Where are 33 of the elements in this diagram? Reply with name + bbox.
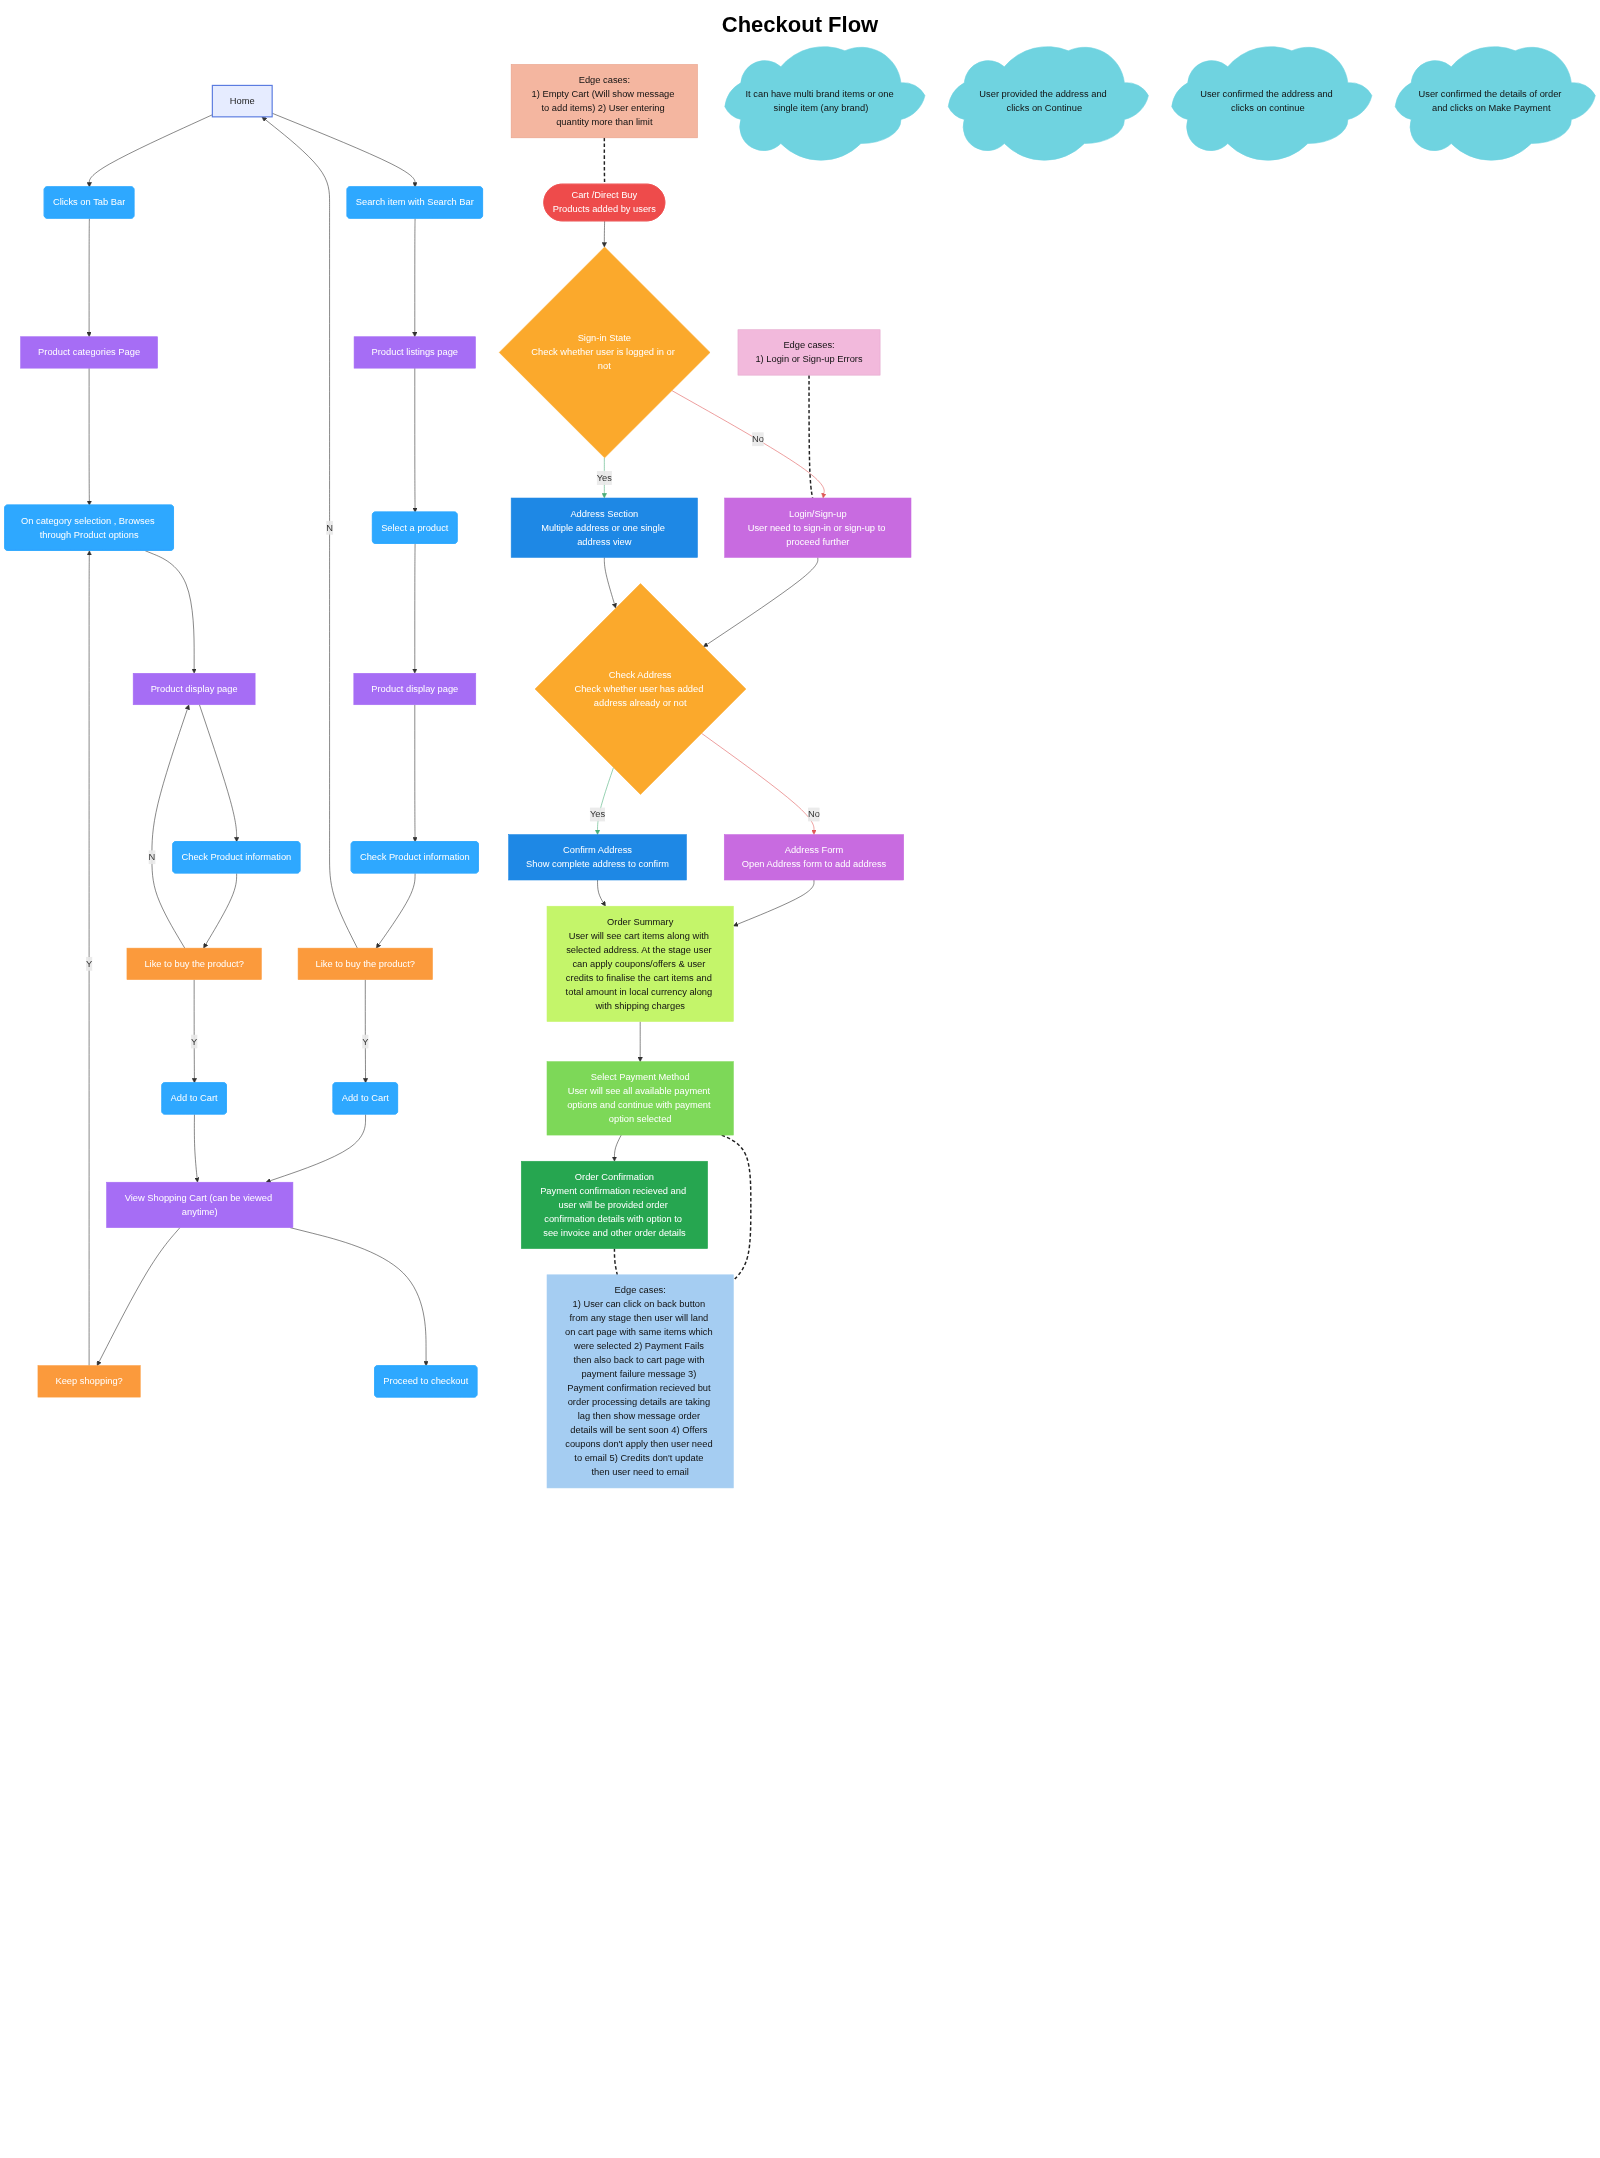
node-box: Select Payment Method User will see all available payment options and continue with payment option selected [546, 1061, 734, 1136]
node-box: Like to buy the product? [126, 947, 262, 980]
edge-label: N [148, 852, 156, 862]
node-box: Login/Sign-up User need to sign-in or sign-up to proceed further [724, 497, 912, 558]
node-diamond: Sign-in State Check whether user is logged in or not [498, 246, 711, 459]
node-box: Order Confirmation Payment confirmation recieved and user will be provided order confirmation details with option to see invoice and other order details [521, 1160, 708, 1249]
node-box: Home [211, 84, 273, 118]
edge-label: Yes [589, 809, 606, 820]
edge-label: No [808, 809, 820, 820]
node-box: Product listings page [353, 336, 476, 369]
node-box: Like to buy the product? [297, 947, 433, 980]
node-box: Keep shopping? [37, 1365, 141, 1398]
edge-label: No [752, 433, 764, 444]
node-box: Edge cases: 1) Login or Sign-up Errors [737, 329, 881, 376]
node-box: Address Form Open Address form to add address [724, 834, 904, 881]
node-box: Address Section Multiple address or one single address view [510, 497, 698, 558]
node-box: Product categories Page [20, 336, 158, 369]
edge-label: Yes [596, 472, 612, 483]
node-box: Confirm Address Show complete address to confirm [508, 834, 687, 881]
edge-label: N [326, 522, 333, 533]
node-box: Order Summary User will see cart items along with selected address. At the stage user can apply coupons/offers & user credits to finalise the cart items and total amount in local currency along with shipping charges [546, 905, 734, 1022]
node-box: Edge cases: 1) User can click on back button from any stage then user will land on cart page with same items which were selected 2) Payment Fails then also back to cart page with payment failure message 3) Payment confirmation recieved but order processing details are taking lag then show message order details will be sent soon 4) Offers coupons don't apply then user need to email 5) Credits don't update then user need to email [546, 1274, 734, 1489]
node-box: Edge cases: 1) Empty Cart (Will show message to add items) 2) User entering quantity more than limit [510, 64, 698, 139]
diagram-title: Checkout Flow [720, 12, 880, 38]
connector [613, 1247, 618, 1276]
edge-label: Y [85, 958, 93, 969]
edge-label: Y [362, 1036, 369, 1047]
edge-label: Y [191, 1036, 198, 1047]
node-box: Product display page [353, 673, 477, 706]
node-box: View Shopping Cart (can be viewed anytime) [106, 1181, 294, 1228]
connector [721, 1134, 752, 1282]
node-box: Product display page [132, 673, 256, 706]
node-diamond: Check Address Check whether user has added address already or not [534, 583, 747, 795]
